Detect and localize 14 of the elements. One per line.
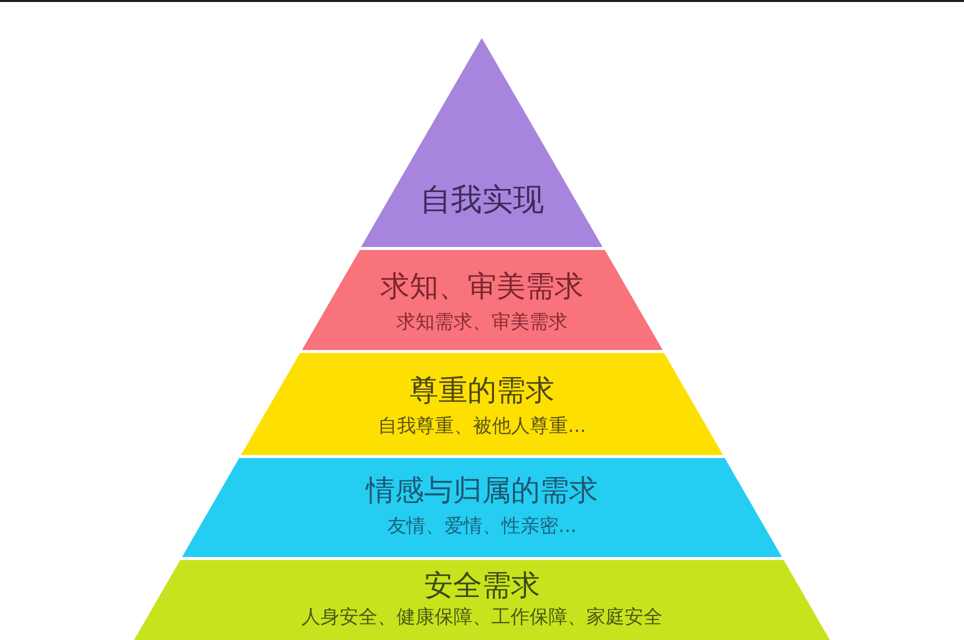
pyramid-apex: [361, 38, 603, 247]
pyramid-tier: [182, 458, 782, 557]
tier-title: 自我实现: [420, 182, 544, 220]
tier-description: 求知需求、审美需求: [396, 310, 568, 334]
tier-title: 尊重的需求: [409, 373, 554, 408]
tier-title: 求知、审美需求: [380, 269, 584, 304]
pyramid-tier: [240, 353, 724, 455]
pyramid-tier: [302, 250, 662, 350]
pyramid-tier: [134, 560, 830, 640]
tier-description: 自我尊重、被他人尊重...: [378, 414, 586, 438]
tier-description: 人身安全、健康保障、工作保障、家庭安全: [301, 606, 662, 629]
tier-description: 友情、爱情、性亲密...: [387, 514, 577, 538]
tier-title: 安全需求: [424, 568, 540, 603]
tier-title: 情感与归属的需求: [366, 473, 598, 508]
